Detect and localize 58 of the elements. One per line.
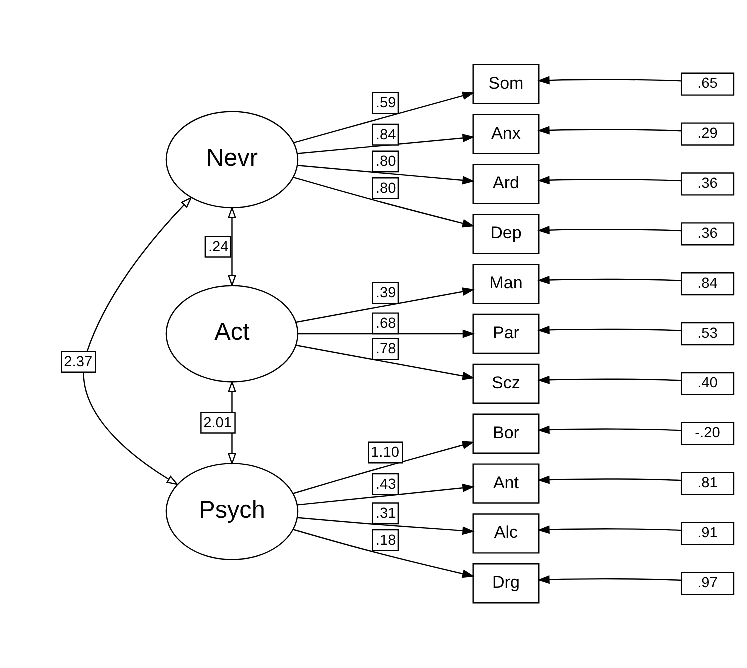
arrow bbox=[538, 376, 682, 384]
node-box: .81 bbox=[681, 472, 735, 496]
edge-label: .80 bbox=[376, 154, 396, 170]
node-box: Ant bbox=[472, 464, 540, 504]
node-box: .36 bbox=[681, 172, 735, 196]
arrow bbox=[298, 134, 475, 154]
node-box: .40 bbox=[681, 372, 735, 396]
edge-label: .80 bbox=[376, 180, 396, 197]
node-box: Som bbox=[472, 64, 540, 104]
edge-label: .59 bbox=[376, 96, 396, 112]
arrow bbox=[538, 76, 682, 85]
node-box: Alc bbox=[472, 514, 540, 554]
arrow bbox=[83, 196, 193, 486]
node-box: Ard bbox=[472, 164, 540, 204]
node-box: -.20 bbox=[681, 422, 735, 446]
edge-label: .68 bbox=[376, 316, 396, 332]
edge-label: .43 bbox=[376, 476, 396, 493]
edge-label: .78 bbox=[376, 342, 396, 358]
arrow bbox=[297, 484, 475, 506]
edge-label: .18 bbox=[376, 532, 396, 549]
edge-label: 2.01 bbox=[204, 415, 232, 432]
node-box: Par bbox=[472, 314, 540, 354]
edge-label: .84 bbox=[376, 127, 396, 144]
node-ellipse: Act bbox=[166, 285, 299, 383]
edge-label: 2.37 bbox=[64, 354, 93, 370]
arrow bbox=[538, 226, 682, 235]
edge-label: 1.10 bbox=[371, 445, 400, 462]
arrow bbox=[538, 126, 682, 135]
arrow bbox=[296, 344, 475, 380]
arrow bbox=[298, 165, 475, 185]
arrow bbox=[538, 426, 682, 434]
edge-label: .31 bbox=[376, 506, 396, 522]
arrow bbox=[538, 276, 682, 285]
arrow bbox=[296, 288, 475, 324]
node-box: .65 bbox=[681, 72, 735, 96]
arrow bbox=[298, 330, 476, 338]
node-box: .91 bbox=[681, 522, 735, 546]
arrow bbox=[298, 517, 475, 536]
arrow bbox=[228, 206, 236, 288]
node-box: .84 bbox=[681, 272, 735, 296]
arrow bbox=[538, 476, 682, 484]
arrow bbox=[538, 576, 682, 584]
node-box: Bor bbox=[472, 414, 540, 454]
node-box: Man bbox=[472, 264, 540, 304]
arrow bbox=[538, 526, 682, 534]
node-box: Anx bbox=[472, 114, 540, 154]
node-box: Drg bbox=[472, 564, 540, 604]
node-box: Dep bbox=[472, 214, 540, 254]
node-box: .29 bbox=[681, 122, 735, 146]
node-box: .36 bbox=[681, 222, 735, 246]
node-box: Scz bbox=[472, 364, 540, 404]
arrow bbox=[538, 176, 682, 185]
edge-label: .24 bbox=[208, 239, 229, 256]
arrow bbox=[228, 380, 236, 466]
node-box: .53 bbox=[681, 322, 735, 346]
edge-label: .39 bbox=[376, 286, 396, 302]
arrow bbox=[538, 326, 682, 334]
node-box: .97 bbox=[681, 572, 735, 596]
